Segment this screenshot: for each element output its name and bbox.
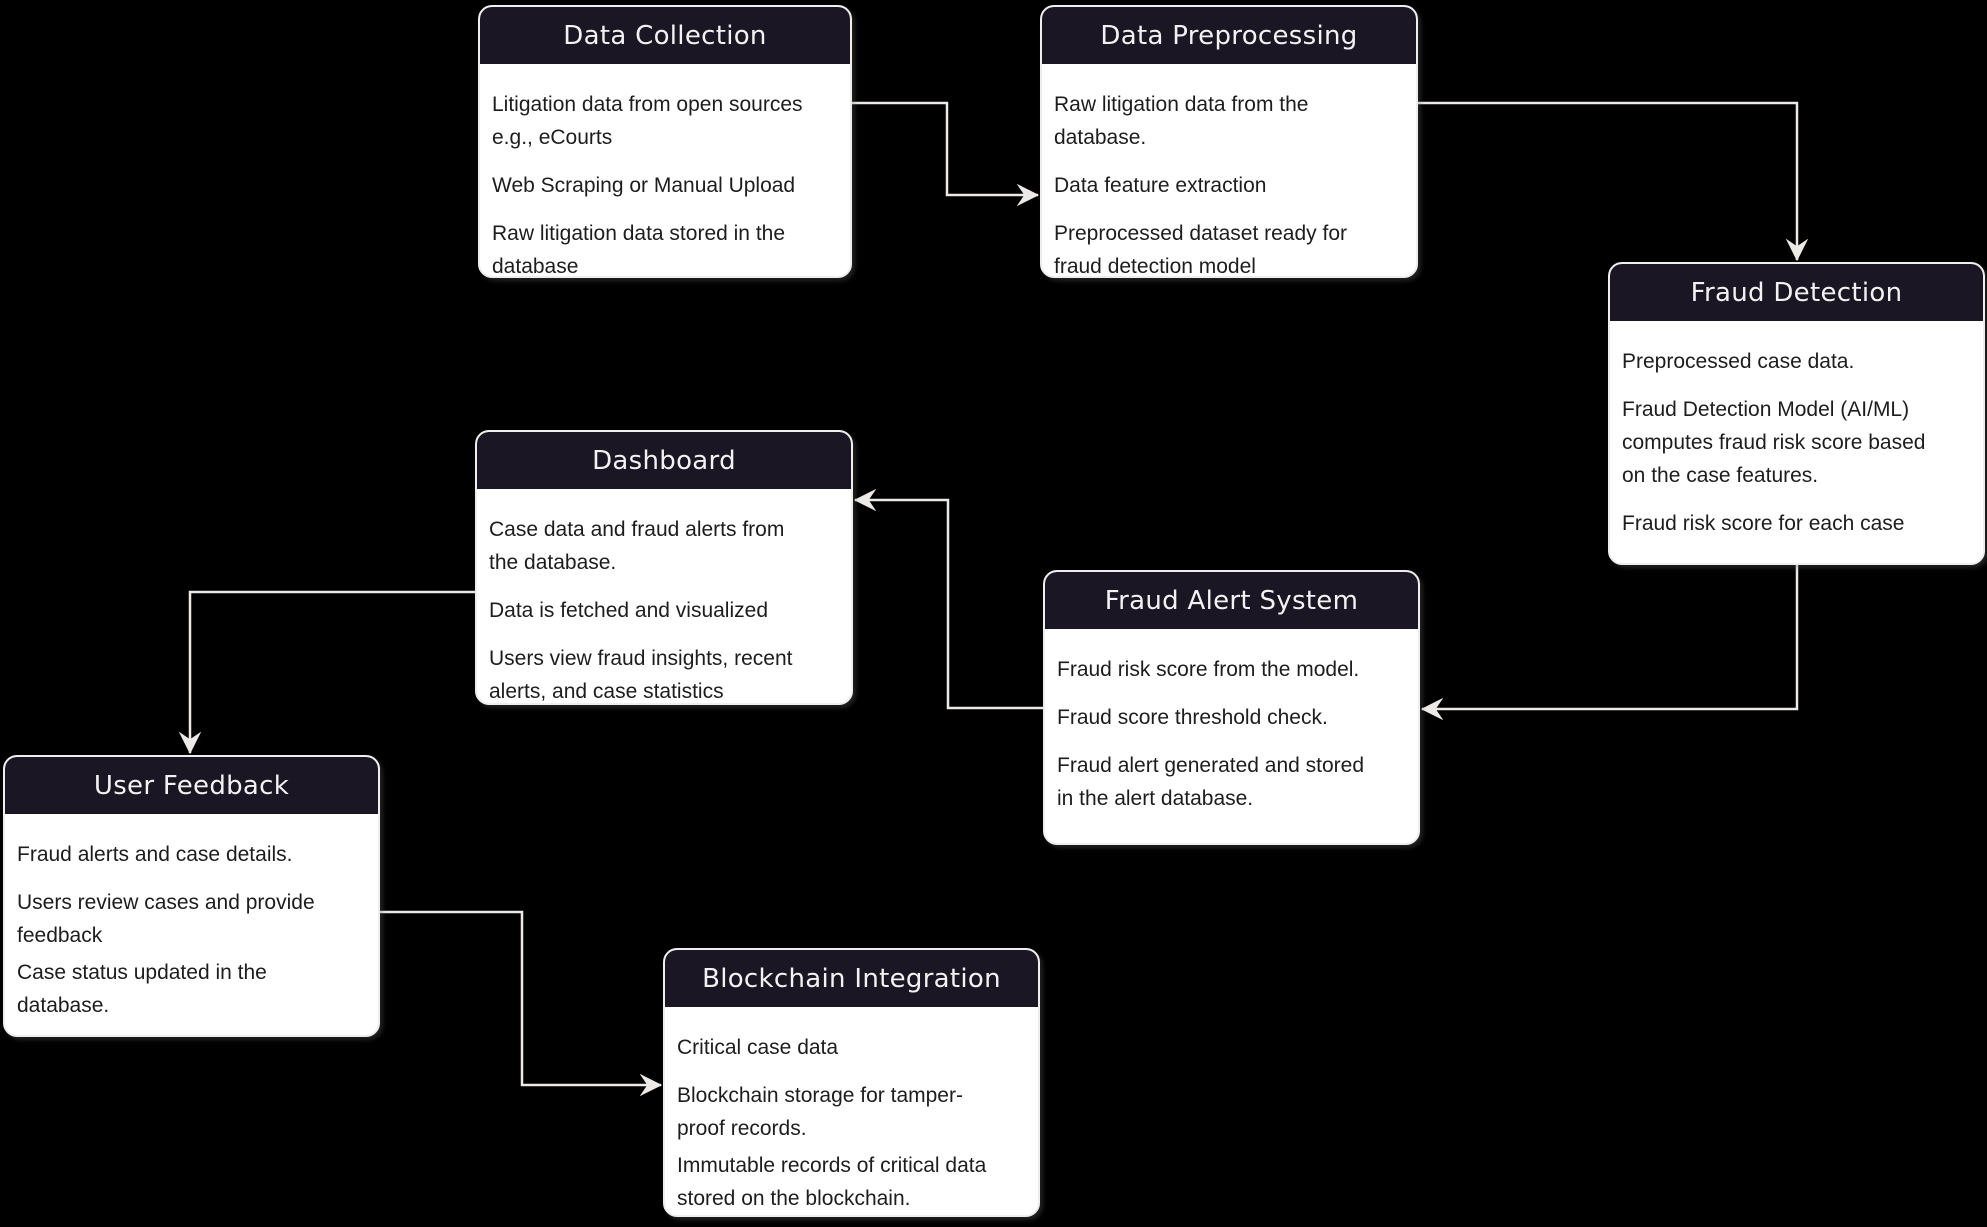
node-fraud-detection-header: Fraud Detection: [1610, 264, 1983, 321]
node-dashboard-title: Dashboard: [592, 445, 736, 476]
node-data-collection-title: Data Collection: [563, 20, 767, 51]
node-fraud-detection-title: Fraud Detection: [1690, 277, 1903, 308]
node-detail: Data is fetched and visualized: [489, 599, 768, 622]
node-detail: Fraud alerts and case details.: [17, 843, 293, 866]
node-dashboard-body: Case data and fraud alerts from the data…: [477, 489, 851, 703]
node-data-preprocessing-header: Data Preprocessing: [1042, 7, 1416, 64]
node-user-feedback-header: User Feedback: [5, 757, 378, 814]
node-detail: Users view fraud insights, recent alerts…: [489, 647, 793, 703]
node-detail: Case status updated in the database.: [17, 961, 267, 1017]
connector-data-preprocessing-to-fraud-detection: [1418, 101, 1809, 262]
node-dashboard-header: Dashboard: [477, 432, 851, 489]
node-user-feedback-body: Fraud alerts and case details. Users rev…: [5, 814, 378, 1022]
connector-dashboard-to-user-feedback: [178, 590, 475, 755]
node-data-preprocessing-title: Data Preprocessing: [1100, 20, 1358, 51]
node-fraud-alert-system-title: Fraud Alert System: [1104, 585, 1359, 616]
node-fraud-alert-system-header: Fraud Alert System: [1045, 572, 1418, 629]
node-fraud-alert-system: Fraud Alert System Fraud risk score from…: [1043, 570, 1420, 845]
node-blockchain-integration-body: Critical case data Blockchain storage fo…: [665, 1007, 1038, 1215]
node-dashboard: Dashboard Case data and fraud alerts fro…: [475, 430, 853, 705]
node-detail: Immutable records of critical data store…: [677, 1154, 987, 1210]
connector-data-collection-to-data-preprocessing: [852, 101, 1040, 207]
node-detail: Fraud risk score from the model.: [1057, 658, 1360, 681]
node-detail: Preprocessed dataset ready for fraud det…: [1054, 222, 1347, 278]
node-data-collection-body: Litigation data from open sources e.g., …: [480, 64, 850, 278]
node-fraud-alert-system-body: Fraud risk score from the model. Fraud s…: [1045, 629, 1418, 815]
connector-user-feedback-to-blockchain-integration: [380, 910, 663, 1097]
node-detail: Critical case data: [677, 1036, 839, 1059]
node-detail: Case data and fraud alerts from the data…: [489, 518, 785, 574]
connector-fraud-alert-system-to-dashboard: [853, 488, 1043, 710]
node-data-collection-header: Data Collection: [480, 7, 850, 64]
node-detail: Fraud Detection Model (AI/ML) computes f…: [1622, 398, 1926, 487]
node-data-collection: Data Collection Litigation data from ope…: [478, 5, 852, 278]
node-blockchain-integration-header: Blockchain Integration: [665, 950, 1038, 1007]
node-blockchain-integration: Blockchain Integration Critical case dat…: [663, 948, 1040, 1217]
node-data-preprocessing: Data Preprocessing Raw litigation data f…: [1040, 5, 1418, 278]
node-detail: Fraud risk score for each case: [1622, 512, 1905, 535]
node-detail: Blockchain storage for tamper- proof rec…: [677, 1084, 963, 1140]
connector-fraud-detection-to-fraud-alert-system: [1420, 565, 1799, 721]
node-detail: Users review cases and provide feedback: [17, 891, 315, 947]
node-detail: Fraud score threshold check.: [1057, 706, 1328, 729]
node-fraud-detection: Fraud Detection Preprocessed case data. …: [1608, 262, 1985, 565]
node-detail: Litigation data from open sources e.g., …: [492, 93, 803, 149]
node-user-feedback: User Feedback Fraud alerts and case deta…: [3, 755, 380, 1037]
node-detail: Raw litigation data stored in the databa…: [492, 222, 786, 278]
node-detail: Data feature extraction: [1054, 174, 1267, 197]
node-detail: Web Scraping or Manual Upload: [492, 174, 796, 197]
node-blockchain-integration-title: Blockchain Integration: [702, 963, 1001, 994]
node-user-feedback-title: User Feedback: [93, 770, 290, 801]
node-data-preprocessing-body: Raw litigation data from the database. D…: [1042, 64, 1416, 278]
node-detail: Fraud alert generated and stored in the …: [1057, 754, 1365, 810]
node-fraud-detection-body: Preprocessed case data. Fraud Detection …: [1610, 321, 1983, 540]
node-detail: Preprocessed case data.: [1622, 350, 1855, 373]
node-detail: Raw litigation data from the database.: [1054, 93, 1309, 149]
